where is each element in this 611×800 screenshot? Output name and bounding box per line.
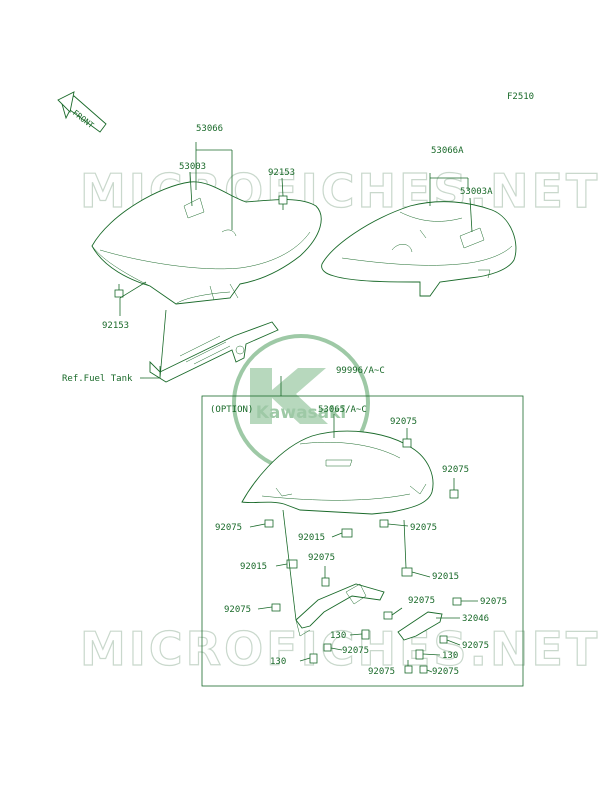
bolt-92075-a [402, 438, 412, 448]
bolt-92075-j [439, 635, 448, 644]
label-92075-h: 92075 [480, 597, 507, 607]
label-92075-e: 92075 [308, 553, 335, 563]
label-130-c: 130 [442, 651, 458, 661]
label-92075-l: 92075 [432, 667, 459, 677]
option-label: (OPTION) [210, 405, 253, 415]
bolt-92075-g [383, 611, 393, 620]
seat-cowl-53065 [241, 430, 434, 515]
label-92075-f: 92075 [224, 605, 251, 615]
label-92075-k: 92075 [368, 667, 395, 677]
grommet-92015-a [341, 528, 353, 538]
option-box [201, 395, 524, 687]
bolt-130-a [361, 629, 370, 640]
label-53003A: 53003A [460, 187, 493, 197]
bolt-92075-l [419, 665, 428, 674]
label-99996: 99996/A~C [336, 366, 385, 376]
diagram-code: F2510 [507, 92, 534, 102]
label-92075-d: 92075 [410, 523, 437, 533]
bolt-92075-k [404, 665, 413, 674]
bracket-32046 [295, 583, 443, 641]
label-92015-a: 92015 [298, 533, 325, 543]
bolt-92075-i [323, 643, 332, 652]
label-92153-left: 92153 [102, 321, 129, 331]
rider-seat [91, 181, 322, 305]
bolt-92153-left [114, 284, 124, 298]
front-arrow-icon: FRONT [57, 91, 107, 133]
label-130-a: 130 [330, 631, 346, 641]
logo-text: Kawasaki [256, 403, 347, 423]
label-92015-b: 92015 [240, 562, 267, 572]
label-ref-fuel-tank: Ref.Fuel Tank [62, 374, 133, 384]
grommet-92015-c [401, 567, 413, 577]
label-53066A: 53066A [431, 146, 464, 156]
label-92015-c: 92015 [432, 572, 459, 582]
label-92075-g: 92075 [408, 596, 435, 606]
label-53066: 53066 [196, 124, 223, 134]
label-92075-j: 92075 [462, 641, 489, 651]
label-92075-b: 92075 [442, 465, 469, 475]
seat-cover-53066A [321, 201, 517, 297]
label-92153-top: 92153 [268, 168, 295, 178]
label-53065: 53065/A~C [318, 405, 367, 415]
label-32046: 32046 [462, 614, 489, 624]
label-92075-a: 92075 [390, 417, 417, 427]
bolt-92075-h [452, 597, 462, 606]
bolt-92075-b [449, 489, 459, 499]
label-53003: 53003 [179, 162, 206, 172]
kawasaki-logo: Kawasaki [232, 334, 370, 472]
label-92075-c: 92075 [215, 523, 242, 533]
seat-bracket [149, 321, 279, 383]
bolt-92075-f [271, 603, 281, 612]
grommet-92015-b [286, 559, 298, 569]
bolt-92075-d [379, 519, 389, 528]
bolt-130-b [309, 653, 318, 664]
bolt-92075-c [264, 519, 274, 528]
bolt-130-c [415, 649, 424, 660]
label-130-b: 130 [270, 657, 286, 667]
bolt-92075-e [321, 577, 330, 587]
label-92075-i: 92075 [342, 646, 369, 656]
